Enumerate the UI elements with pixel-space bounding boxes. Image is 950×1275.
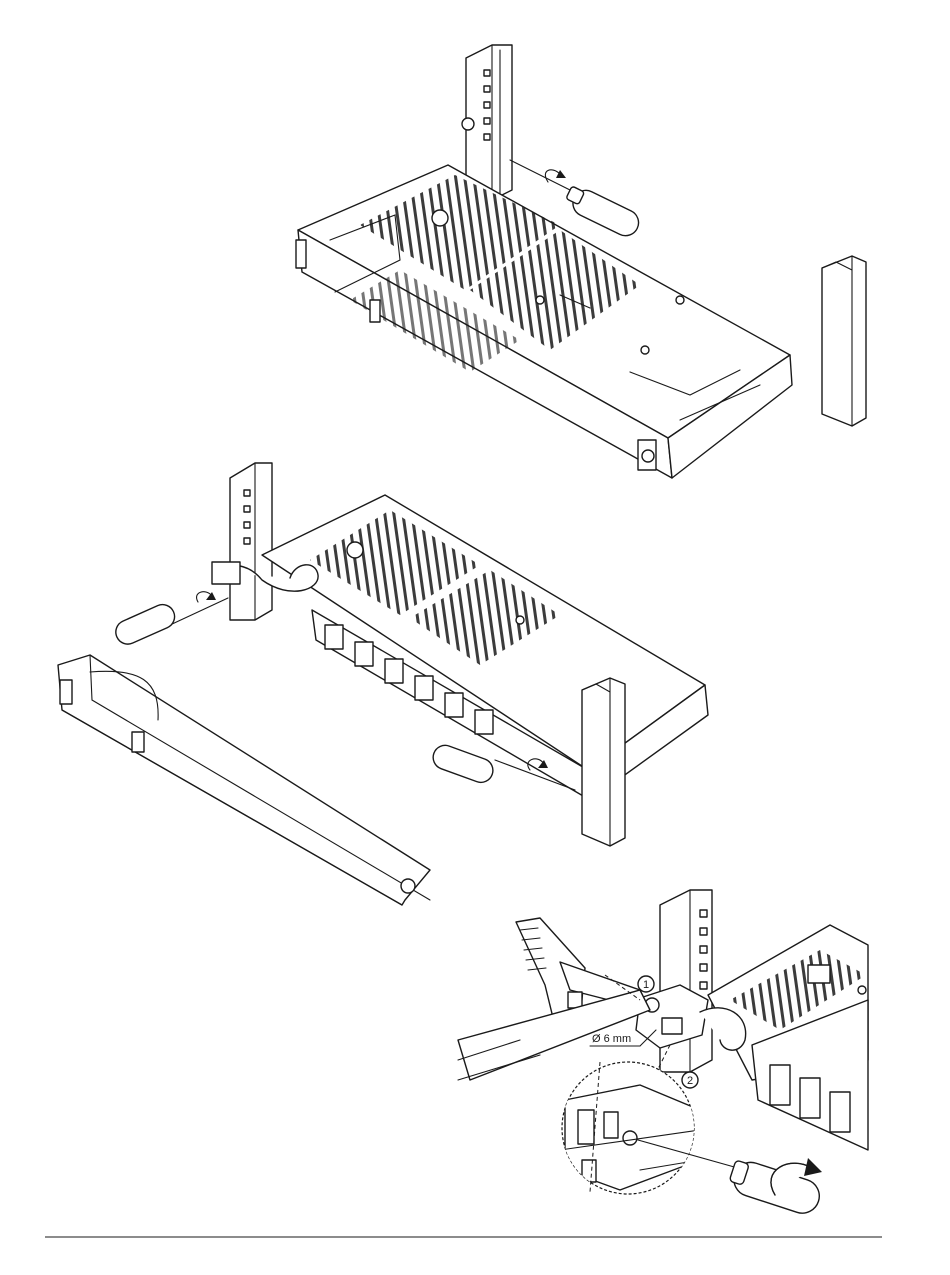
clamp-arm <box>458 918 650 1080</box>
fiber-drawer <box>296 165 792 478</box>
rotate-arrow-icon <box>197 592 216 602</box>
rack-post <box>822 256 866 426</box>
rack-post <box>230 463 272 620</box>
magnified-detail <box>560 1062 700 1194</box>
diameter-text: Ø 6 mm <box>592 1033 631 1045</box>
callout-label: 1 <box>643 979 649 991</box>
step-diagram-3: 1 Ø 6 mm 2 <box>458 890 868 1218</box>
step-diagram-2 <box>58 463 708 905</box>
rack-post <box>582 678 625 846</box>
rotate-arrow-icon <box>545 170 566 182</box>
callout-step-1: 1 <box>638 976 654 992</box>
callout-step-2: 2 <box>682 1072 698 1088</box>
callout-label: 2 <box>687 1075 693 1087</box>
screwdriver-icon <box>112 598 228 648</box>
step-diagram-1 <box>296 45 866 478</box>
front-panel <box>58 655 430 905</box>
